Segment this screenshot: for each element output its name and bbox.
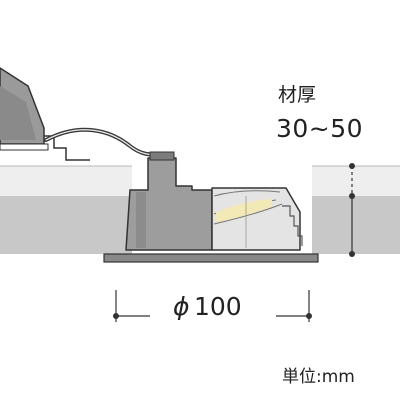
power-cable	[44, 127, 166, 157]
reflector	[211, 187, 303, 251]
diameter-dimension	[113, 290, 312, 322]
mounting-bracket	[0, 67, 90, 161]
trim-flange	[103, 253, 319, 263]
ceiling-board-right-lower	[312, 196, 400, 254]
thickness-dimension	[349, 163, 355, 257]
ceiling-board-right-upper	[312, 166, 400, 196]
diameter-symbol: ϕ	[173, 292, 190, 321]
unit-label: 単位:mm	[282, 367, 355, 387]
ceiling-board	[0, 165, 400, 254]
ceiling-board-left-upper	[0, 166, 132, 196]
lens	[216, 198, 272, 222]
diameter-value: 100	[194, 292, 242, 321]
thickness-range: 30~50	[276, 114, 364, 143]
fixture-housing	[125, 151, 213, 251]
thickness-label: 材厚	[278, 84, 317, 106]
ceiling-board-left-lower	[0, 196, 132, 254]
